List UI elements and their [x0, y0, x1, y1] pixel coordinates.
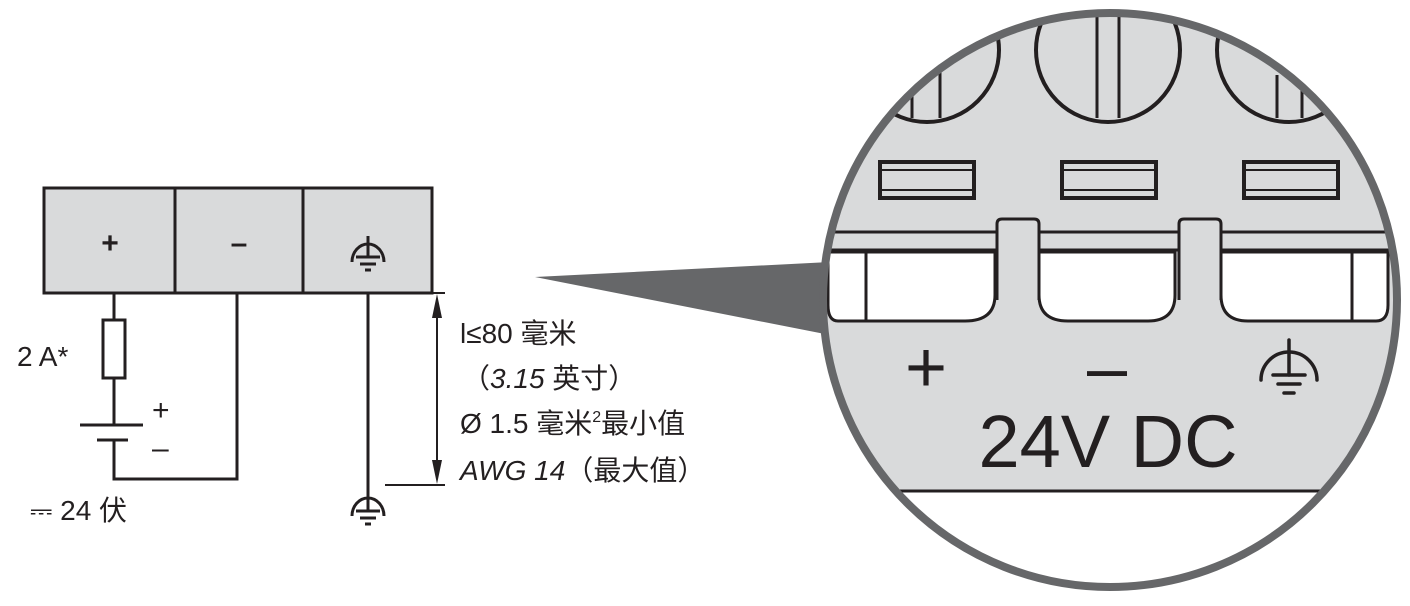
battery-plus-label: +	[152, 394, 170, 427]
wire-openings	[823, 217, 1397, 323]
zoom-pointer	[535, 262, 830, 335]
detail-plus-label: +	[905, 328, 947, 408]
detail-minus-label: –	[1087, 328, 1128, 408]
magnifier-border	[819, 9, 1401, 591]
battery-minus-label: –	[152, 432, 169, 465]
fuse-label: 2 A*	[17, 341, 68, 372]
release-slots	[878, 160, 1340, 200]
wire-max-spec: AWG 14（最大值）	[458, 455, 705, 486]
length-dimension-arrow	[385, 292, 445, 486]
ground-icon	[350, 485, 386, 526]
ground-icon	[350, 236, 386, 272]
voltage-rating-label: 24V DC	[978, 400, 1237, 483]
fuse-icon	[101, 318, 127, 380]
wire-min-spec: Ø 1.5 毫米2最小值	[460, 408, 685, 439]
ground-icon	[1259, 338, 1319, 395]
supply-voltage-label: ⎓ 24 伏	[30, 495, 127, 526]
length-inches-spec: （3.15 英寸）	[462, 363, 636, 394]
terminal-minus-label: –	[231, 227, 248, 260]
terminal-screws	[853, 13, 1363, 124]
terminal-plus-label: +	[101, 227, 119, 260]
circuit-wires	[80, 293, 370, 485]
max-length-spec: l≤80 毫米	[460, 318, 577, 349]
